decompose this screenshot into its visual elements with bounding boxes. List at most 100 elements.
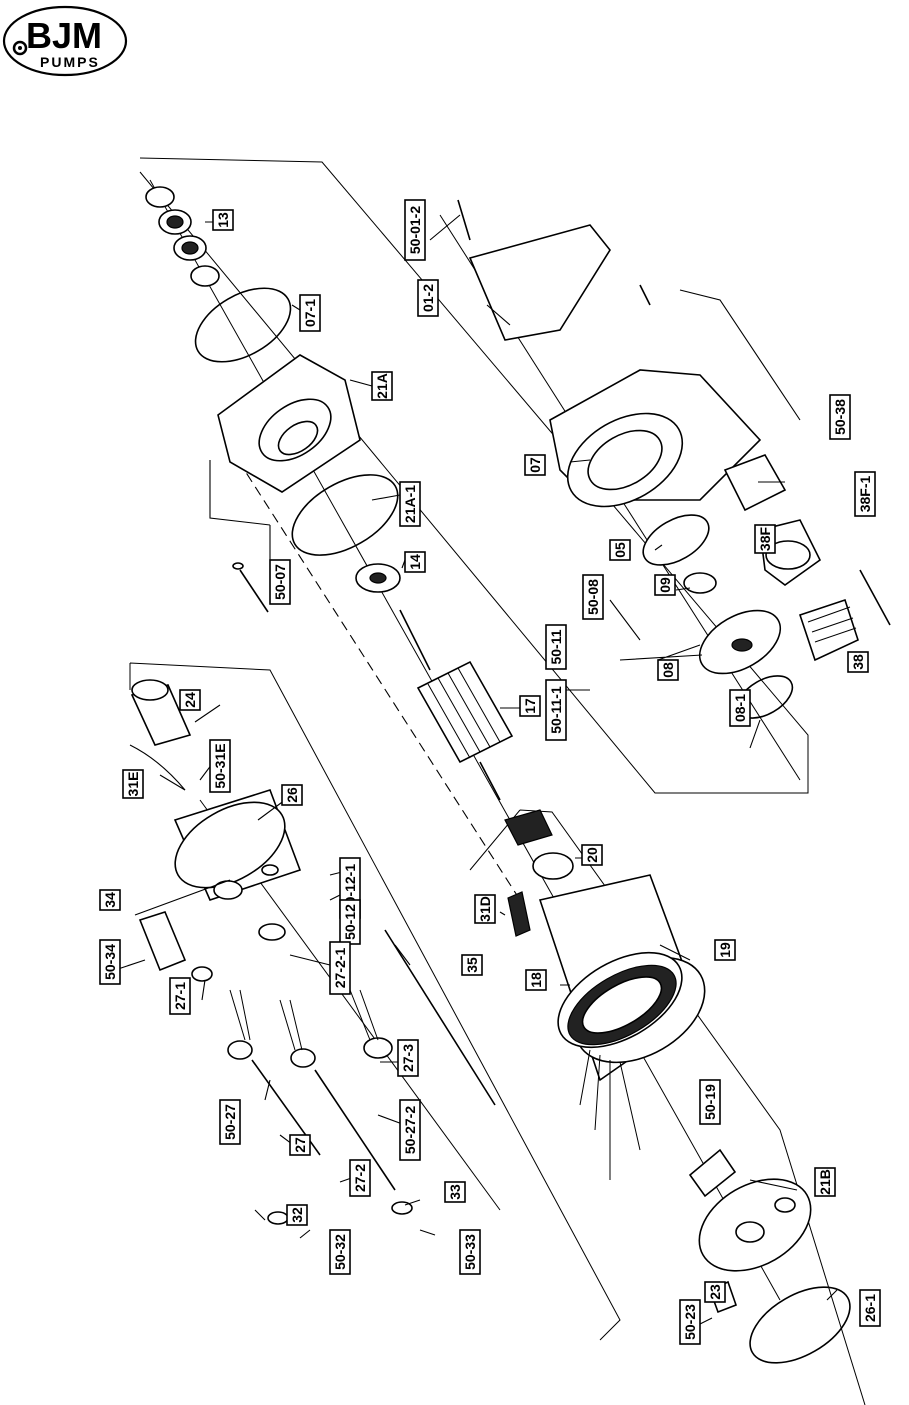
part-label-38f-1: 38F-1: [854, 471, 876, 517]
part-label-text: 50-33: [462, 1234, 478, 1270]
part-50-07-bolt: [232, 562, 269, 613]
part-17-rotor: [399, 609, 514, 801]
part-label-13: 13: [212, 209, 234, 231]
part-label-27-1: 27-1: [169, 977, 191, 1015]
part-label-text: 17: [522, 698, 538, 714]
part-label-text: 50-19: [702, 1084, 718, 1120]
part-50-01-2-screw: [457, 199, 471, 241]
part-label-text: 01-2: [420, 284, 436, 312]
part-label-text: 50-32: [332, 1234, 348, 1270]
part-label-21a: 21A: [371, 371, 393, 401]
part-label-50-11-1: 50-11-1: [545, 679, 567, 741]
part-label-text: 08-1: [732, 694, 748, 722]
part-label-50-34: 50-34: [99, 939, 121, 985]
part-label-07: 07: [524, 454, 546, 476]
part-label-26-1: 26-1: [859, 1289, 881, 1327]
part-38-nipple: [798, 598, 859, 662]
part-label-text: 31D: [477, 896, 493, 922]
part-21b-end-cap: [688, 1148, 812, 1272]
part-label-35: 35: [461, 954, 483, 976]
part-label-text: 50-27-2: [402, 1106, 418, 1154]
part-31e-cable: [129, 744, 186, 791]
part-label-24: 24: [179, 689, 201, 711]
part-09-ring: [683, 572, 717, 594]
part-label-50-01-2: 50-01-2: [404, 199, 426, 261]
part-label-text: 21A-1: [402, 485, 418, 523]
part-label-01-2: 01-2: [417, 279, 439, 317]
part-label-text: 50-34: [102, 944, 118, 980]
part-label-text: 38: [850, 654, 866, 670]
part-label-21a-1: 21A-1: [399, 481, 421, 527]
part-27-3-cable-gland: [363, 1037, 393, 1059]
part-24-capacitor: [130, 679, 192, 746]
part-50-38-bolts: [639, 284, 891, 626]
part-label-19: 19: [714, 939, 736, 961]
part-label-text: 27-3: [400, 1044, 416, 1072]
part-05-impeller: [642, 514, 710, 566]
part-label-17: 17: [519, 695, 541, 717]
part-label-text: 26: [284, 787, 300, 803]
part-35-rod: [384, 929, 496, 1106]
part-label-08: 08: [657, 659, 679, 681]
part-32-clip: [267, 1211, 289, 1225]
part-label-05: 05: [609, 539, 631, 561]
part-31d-fitting: [507, 891, 531, 937]
part-label-text: 09: [657, 577, 673, 593]
part-label-50-38: 50-38: [829, 394, 851, 440]
part-label-text: 27-2: [352, 1164, 368, 1192]
part-label-text: 13: [215, 212, 231, 228]
part-label-50-12: 50-12: [339, 899, 361, 945]
part-label-50-32: 50-32: [329, 1229, 351, 1275]
part-label-text: 24: [182, 692, 198, 708]
part-label-31d: 31D: [474, 894, 496, 924]
part-label-text: 27-1: [172, 982, 188, 1010]
part-label-33: 33: [444, 1181, 466, 1203]
part-label-text: 34: [102, 892, 118, 908]
part-21a-housing: [217, 354, 361, 493]
logo-brand: BJM: [26, 15, 102, 56]
part-label-text: 50-11-1: [548, 686, 564, 734]
part-label-text: 07-1: [302, 299, 318, 327]
part-label-text: 21B: [817, 1169, 833, 1195]
part-labels: 1307-121A21A-150-07141720191831D50-1921B…: [99, 199, 881, 1345]
part-label-text: 08: [660, 662, 676, 678]
part-label-21b: 21B: [814, 1167, 836, 1197]
axis-dashed-line: [237, 459, 521, 901]
part-label-text: 35: [464, 957, 480, 973]
part-label-50-08: 50-08: [582, 574, 604, 620]
part-07-1-o-ring: [194, 287, 292, 363]
part-label-text: 50-27: [222, 1104, 238, 1140]
part-label-34: 34: [99, 889, 121, 911]
part-label-38: 38: [847, 651, 869, 673]
group-outline-center: [469, 809, 866, 1405]
part-label-text: 50-12: [342, 904, 358, 940]
part-27-2-1-washer: [258, 923, 286, 941]
part-label-text: 26-1: [862, 1294, 878, 1322]
part-07-volute: [549, 369, 762, 508]
part-label-text: 23: [707, 1284, 723, 1300]
bjm-pumps-logo: BJM PUMPS: [2, 5, 128, 77]
part-label-50-11: 50-11: [545, 624, 567, 670]
part-label-text: 21A: [374, 373, 390, 399]
part-label-23: 23: [704, 1281, 726, 1303]
part-label-50-33: 50-33: [459, 1229, 481, 1275]
part-label-text: 50-11: [548, 629, 564, 664]
part-label-text: 07: [527, 457, 543, 473]
part-label-text: 50-23: [682, 1304, 698, 1340]
part-label-27-2-1: 27-2-1: [329, 941, 351, 995]
wires-27: [229, 989, 379, 1051]
part-label-09: 09: [654, 574, 676, 596]
part-label-text: 50-07: [272, 564, 288, 600]
part-label-text: 50-38: [832, 399, 848, 435]
part-08-wear-plate: [698, 609, 782, 675]
part-label-32: 32: [286, 1204, 308, 1226]
logo-sub: PUMPS: [40, 54, 100, 70]
part-label-text: 50-31E: [212, 743, 228, 788]
part-18-stator: [557, 951, 683, 1180]
part-34-bracket: [138, 911, 187, 972]
part-26-cap-housing: [173, 789, 302, 901]
part-label-20: 20: [581, 844, 603, 866]
part-label-text: 19: [717, 942, 733, 958]
part-label-18: 18: [525, 969, 547, 991]
